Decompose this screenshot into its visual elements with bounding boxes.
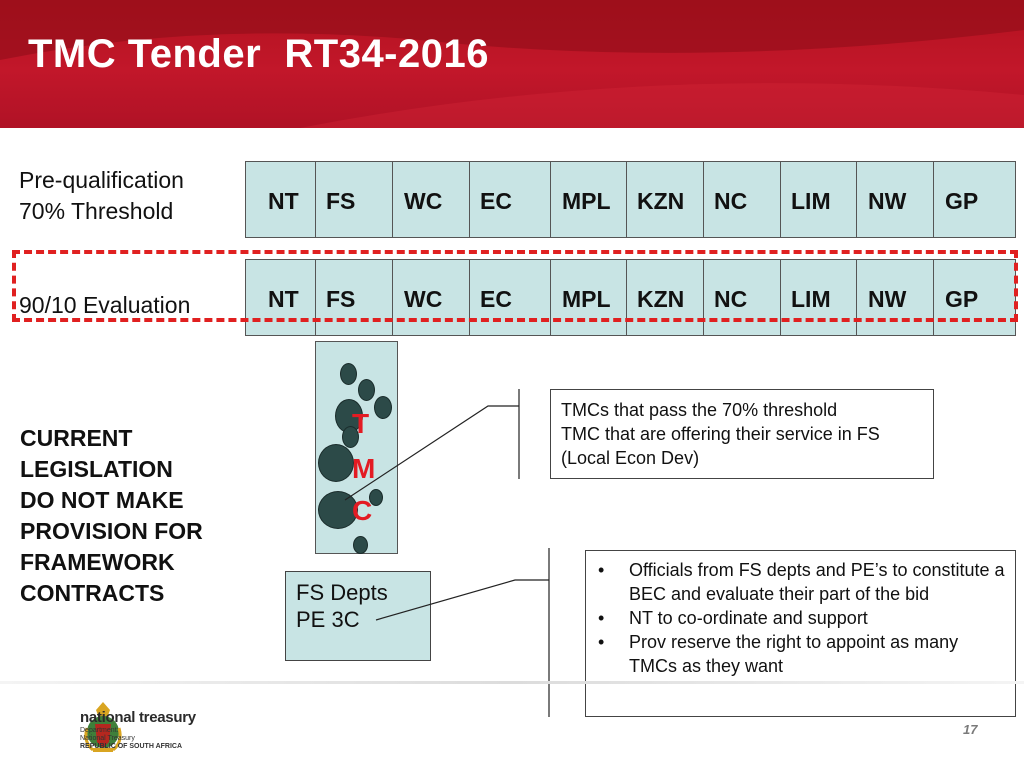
callout-threshold-line: TMC that are offering their service in F… bbox=[561, 424, 880, 444]
callout-officials: • Officials from FS depts and PE’s to con… bbox=[585, 550, 1016, 717]
legislation-line: FRAMEWORK bbox=[20, 549, 175, 575]
legislation-line: DO NOT MAKE bbox=[20, 487, 184, 513]
coat-of-arms-icon bbox=[84, 702, 122, 752]
eval-cell-mpl: MPL bbox=[550, 259, 630, 336]
list-item: • Officials from FS depts and PE’s to con… bbox=[594, 558, 1007, 606]
legislation-note: CURRENT LEGISLATION DO NOT MAKE PROVISIO… bbox=[20, 423, 203, 609]
tmc-dot bbox=[342, 426, 359, 448]
evaluation-highlight-dashed-frame bbox=[12, 250, 1018, 322]
list-item: • NT to co-ordinate and support bbox=[594, 606, 1007, 630]
tmc-dot bbox=[318, 491, 358, 529]
prequal-cell-label: GP bbox=[945, 188, 979, 214]
prequal-cell-label: MPL bbox=[562, 188, 611, 214]
fs-depts-line2: PE 3C bbox=[296, 607, 360, 632]
eval-cell-label: NW bbox=[868, 286, 907, 312]
logo-subtext: Department: National Treasury REPUBLIC O… bbox=[80, 727, 182, 751]
eval-cell-label: NT bbox=[268, 286, 299, 312]
callout-threshold-line: TMCs that pass the 70% threshold bbox=[561, 400, 838, 420]
prequal-cell-label: KZN bbox=[637, 188, 685, 214]
legislation-line: CONTRACTS bbox=[20, 580, 165, 606]
list-item: • Prov reserve the right to appoint as ma… bbox=[594, 630, 1007, 678]
tmc-dot bbox=[340, 363, 357, 385]
logo-subtext-line: National Treasury bbox=[80, 735, 135, 742]
prequal-cell-ec: EC bbox=[469, 161, 553, 238]
prequal-cell-nc: NC bbox=[703, 161, 783, 238]
list-item-text: Prov reserve the right to appoint as man… bbox=[629, 632, 959, 676]
tmc-dot bbox=[318, 444, 354, 482]
prequal-cell-mpl: MPL bbox=[550, 161, 630, 238]
prequal-cell-label: LIM bbox=[791, 188, 831, 214]
page-number: 17 bbox=[963, 722, 978, 737]
prequal-cell-label: NW bbox=[868, 188, 907, 214]
tmc-letter-c: C bbox=[352, 495, 373, 526]
prequal-cell-nw: NW bbox=[856, 161, 936, 238]
tmc-dot bbox=[369, 489, 383, 506]
eval-cell-label: NC bbox=[714, 286, 748, 312]
prequal-cell-wc: WC bbox=[392, 161, 472, 238]
eval-cell-nc: NC bbox=[703, 259, 783, 336]
prequal-label-line1: Pre-qualification bbox=[19, 167, 184, 193]
callout-threshold: TMCs that pass the 70% threshold TMC tha… bbox=[550, 389, 934, 479]
bullet: • bbox=[598, 560, 605, 580]
header-decoration bbox=[0, 0, 1024, 128]
callout-threshold-line: (Local Econ Dev) bbox=[561, 448, 700, 468]
eval-cell-label: EC bbox=[480, 286, 512, 312]
prequal-cell-gp: GP bbox=[933, 161, 1016, 238]
callout-bottom-pointer bbox=[375, 579, 549, 621]
bullet: • bbox=[598, 632, 605, 652]
tmc-dot bbox=[353, 536, 368, 554]
eval-cell-label: KZN bbox=[637, 286, 685, 312]
list-item-text: Officials from FS depts and PE’s to cons… bbox=[629, 560, 1005, 604]
prequal-cell-label: WC bbox=[404, 188, 443, 214]
legislation-line: PROVISION FOR bbox=[20, 518, 203, 544]
eval-cell-label: GP bbox=[945, 286, 979, 312]
prequal-label-line2: 70% Threshold bbox=[19, 198, 174, 224]
list-item-text: NT to co-ordinate and support bbox=[629, 608, 868, 628]
prequal-cell-label: EC bbox=[480, 188, 512, 214]
bullet: • bbox=[598, 608, 605, 628]
prequal-cell-lim: LIM bbox=[780, 161, 860, 238]
eval-label: 90/10 Evaluation bbox=[19, 292, 191, 318]
fs-depts-line1: FS Depts bbox=[296, 580, 388, 605]
logo-name: national treasury bbox=[80, 709, 196, 726]
prequal-cell-kzn: KZN bbox=[626, 161, 706, 238]
prequal-cell-label: FS bbox=[326, 188, 356, 214]
eval-cell-label: MPL bbox=[562, 286, 611, 312]
eval-cell-label: FS bbox=[326, 286, 356, 312]
header-banner: TMC Tender RT34-2016 bbox=[0, 0, 1024, 128]
eval-cell-kzn: KZN bbox=[626, 259, 706, 336]
eval-cell-nw: NW bbox=[856, 259, 936, 336]
prequal-cell-fs: FS bbox=[315, 161, 395, 238]
logo-subtext-line: Department: bbox=[80, 727, 119, 734]
legislation-line: CURRENT bbox=[20, 425, 133, 451]
legislation-line: LEGISLATION bbox=[20, 456, 173, 482]
page-title: TMC Tender RT34-2016 bbox=[28, 32, 489, 76]
callout-officials-list: • Officials from FS depts and PE’s to con… bbox=[594, 558, 1007, 678]
eval-cell-label: WC bbox=[404, 286, 443, 312]
tmc-dot bbox=[374, 396, 392, 419]
tmc-dot bbox=[358, 379, 375, 401]
footer-divider bbox=[0, 681, 1024, 684]
prequal-cell-label: NT bbox=[268, 188, 299, 214]
eval-cell-lim: LIM bbox=[780, 259, 860, 336]
eval-cell-wc: WC bbox=[392, 259, 472, 336]
eval-cell-gp: GP bbox=[933, 259, 1016, 336]
prequal-label: Pre-qualification 70% Threshold bbox=[19, 165, 184, 227]
tmc-letter-t: T bbox=[352, 408, 370, 439]
tmc-letter-m: M bbox=[352, 453, 376, 484]
tmc-column: T M C bbox=[315, 341, 398, 554]
eval-cell-fs: FS bbox=[315, 259, 395, 336]
logo-subtext-line: REPUBLIC OF SOUTH AFRICA bbox=[80, 743, 183, 750]
prequal-cell-nt: NT bbox=[245, 161, 323, 238]
callout-top-pointer bbox=[344, 405, 519, 501]
eval-cell-label: LIM bbox=[791, 286, 831, 312]
prequal-cell-label: NC bbox=[714, 188, 748, 214]
fs-depts-box: FS Depts PE 3C bbox=[285, 571, 431, 661]
